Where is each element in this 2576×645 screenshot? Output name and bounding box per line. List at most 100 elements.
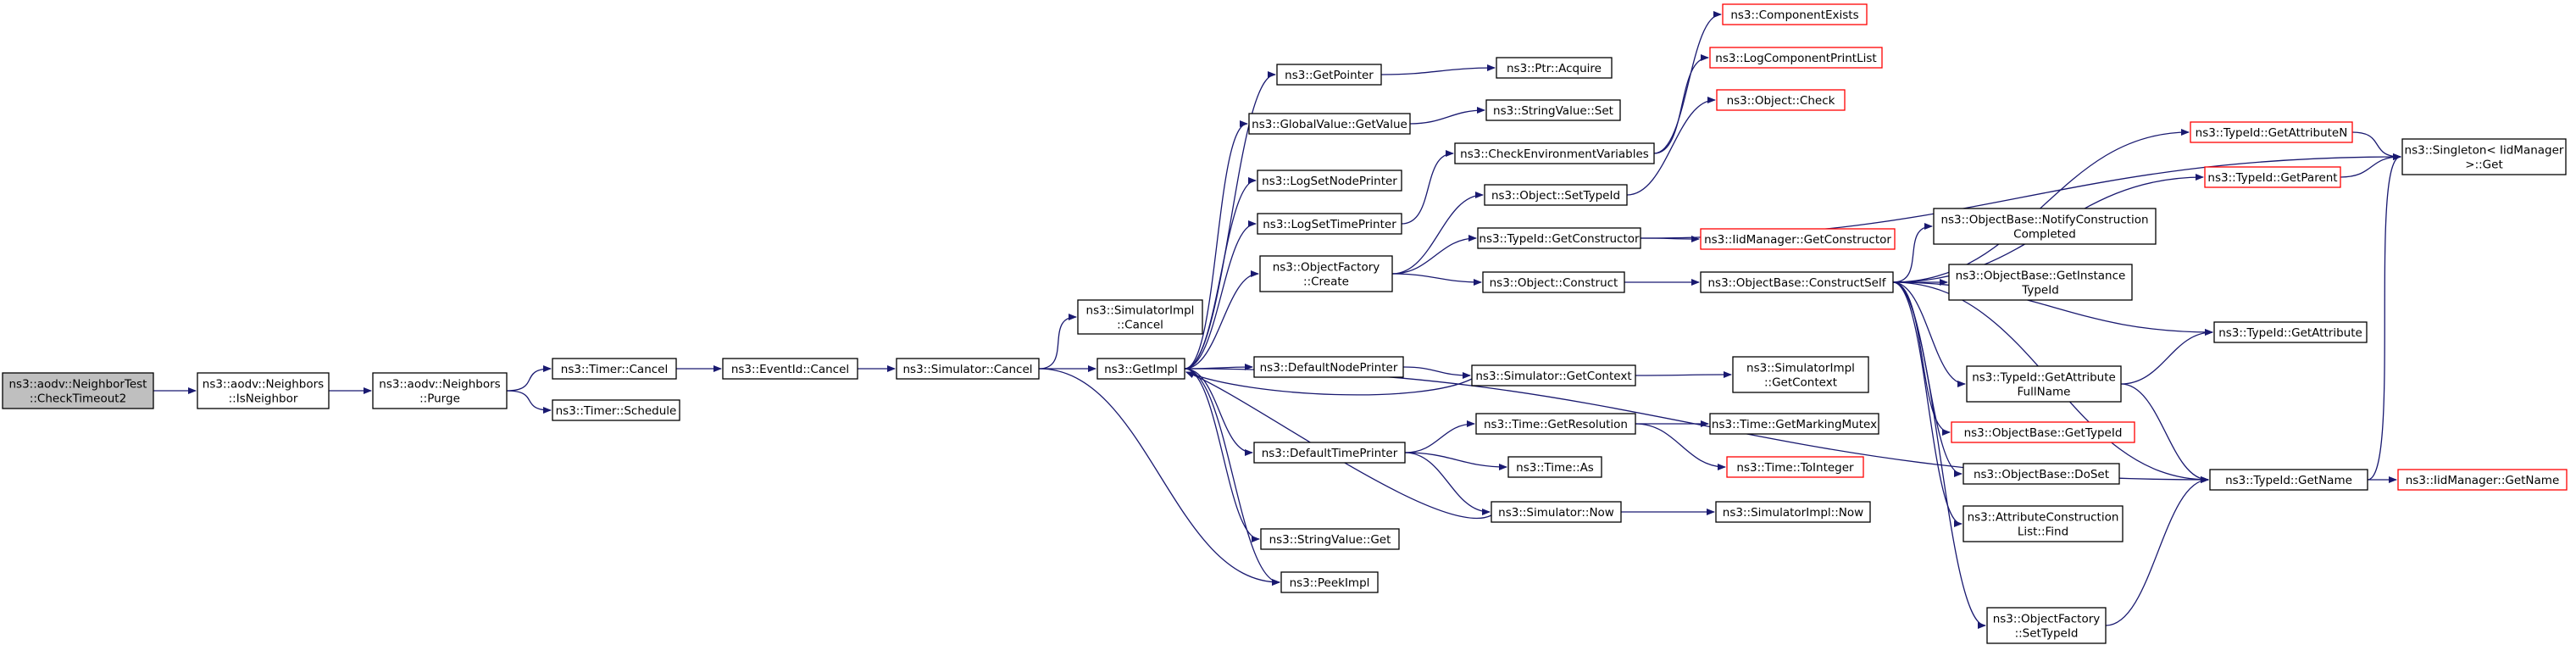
- node-label: ns3::PeekImpl: [1290, 576, 1370, 590]
- function-node-iidmanager-getconstructor[interactable]: ns3::IidManager::GetConstructor: [1700, 228, 1896, 250]
- node-label: ::IsNeighbor: [229, 392, 298, 406]
- call-edge-check-env-vars-to-log-component-print-list: [1653, 54, 1709, 154]
- function-node-ptr-acquire[interactable]: ns3::Ptr::Acquire: [1496, 57, 1613, 79]
- function-node-getimpl[interactable]: ns3::GetImpl: [1096, 358, 1185, 380]
- node-box: [1485, 99, 1621, 121]
- call-edge-defaulttimeprinter-to-simulator-now: [1404, 452, 1491, 515]
- function-node-objectbase-doset[interactable]: ns3::ObjectBase::DoSet: [1963, 463, 2120, 485]
- function-node-simulator-getcontext[interactable]: ns3::Simulator::GetContext: [1471, 364, 1636, 386]
- call-edge-objectbase-constructself-to-objectbase-notifyconstructioncompleted: [1892, 223, 1933, 283]
- function-node-iidmanager-getname[interactable]: ns3::IidManager::GetName: [2397, 469, 2568, 491]
- node-box: [1276, 64, 1382, 86]
- function-node-objectbase-constructself[interactable]: ns3::ObjectBase::ConstructSelf: [1700, 271, 1894, 293]
- node-label: ns3::aodv::NeighborTest: [9, 378, 147, 392]
- function-node-time-getresolution[interactable]: ns3::Time::GetResolution: [1475, 413, 1636, 435]
- node-label: ns3::TypeId::GetAttribute: [1972, 371, 2116, 385]
- node-label: ::Purge: [419, 392, 460, 406]
- node-label: ns3::ObjectBase::ConstructSelf: [1708, 276, 1887, 290]
- node-box: [2397, 469, 2568, 491]
- node-label: FullName: [2018, 386, 2071, 399]
- function-node-typeid-getconstructor[interactable]: ns3::TypeId::GetConstructor: [1477, 227, 1641, 249]
- function-node-check-env-vars[interactable]: ns3::CheckEnvironmentVariables: [1454, 142, 1655, 164]
- function-node-simimpl-getcontext[interactable]: ns3::SimulatorImpl::GetContext: [1732, 356, 1869, 393]
- call-edge-objectfactory-create-to-object-settypeid: [1391, 192, 1484, 275]
- function-node-simulator-now[interactable]: ns3::Simulator::Now: [1491, 501, 1622, 523]
- node-box: [1496, 57, 1613, 79]
- function-node-defaulttimeprinter[interactable]: ns3::DefaultTimePrinter: [1253, 442, 1406, 464]
- node-box: [1253, 442, 1406, 464]
- function-node-getpointer[interactable]: ns3::GetPointer: [1276, 64, 1382, 86]
- function-node-logsetnodeprinter[interactable]: ns3::LogSetNodePrinter: [1257, 170, 1402, 192]
- function-node-object-settypeid[interactable]: ns3::Object::SetTypeId: [1484, 184, 1628, 206]
- function-node-simulator-cancel[interactable]: ns3::Simulator::Cancel: [896, 358, 1040, 380]
- function-node-time-as[interactable]: ns3::Time::As: [1507, 456, 1602, 478]
- function-node-logsettimeprinter[interactable]: ns3::LogSetTimePrinter: [1257, 213, 1402, 235]
- function-node-typeid-getname[interactable]: ns3::TypeId::GetName: [2209, 469, 2368, 491]
- node-label: ::SetTypeId: [2015, 627, 2079, 641]
- function-node-is-neighbor[interactable]: ns3::aodv::Neighbors::IsNeighbor: [197, 372, 330, 409]
- function-node-globalvalue-getvalue[interactable]: ns3::GlobalValue::GetValue: [1248, 113, 1411, 135]
- function-node-purge[interactable]: ns3::aodv::Neighbors::Purge: [372, 372, 508, 409]
- function-node-eventid-cancel[interactable]: ns3::EventId::Cancel: [722, 358, 858, 380]
- call-edge-logsettimeprinter-to-check-env-vars: [1401, 150, 1454, 225]
- node-box: [1475, 413, 1636, 435]
- call-edge-typeid-getparent-to-singleton-get: [2340, 153, 2401, 178]
- node-label: ns3::SimulatorImpl: [1746, 362, 1855, 375]
- function-node-typeid-getattributen[interactable]: ns3::TypeId::GetAttributeN: [2190, 121, 2353, 143]
- function-node-time-tointeger[interactable]: ns3::Time::ToInteger: [1726, 456, 1864, 478]
- function-node-simimpl-now[interactable]: ns3::SimulatorImpl::Now: [1715, 501, 1871, 523]
- function-node-component-exists[interactable]: ns3::ComponentExists: [1722, 3, 1868, 25]
- node-label: ns3::TypeId::GetName: [2225, 474, 2352, 487]
- node-box: [1948, 264, 2133, 301]
- function-node-peekimpl[interactable]: ns3::PeekImpl: [1280, 571, 1379, 593]
- call-edge-objectbase-constructself-to-typeid-getattributefullname: [1892, 281, 1966, 387]
- node-box: [1253, 356, 1404, 378]
- function-node-objectfactory-create[interactable]: ns3::ObjectFactory::Create: [1259, 255, 1393, 292]
- function-node-object-construct[interactable]: ns3::Object::Construct: [1482, 271, 1625, 293]
- node-label: ns3::TypeId::GetAttributeN: [2196, 126, 2348, 140]
- function-node-timer-cancel[interactable]: ns3::Timer::Cancel: [552, 358, 677, 380]
- node-label: ns3::ObjectFactory: [1273, 261, 1380, 275]
- node-box: [1933, 208, 2157, 245]
- function-node-stringvalue-get[interactable]: ns3::StringValue::Get: [1260, 528, 1400, 550]
- call-edge-defaultnodeprinter-to-simulator-getcontext: [1402, 366, 1471, 379]
- node-box: [372, 372, 508, 409]
- function-node-objectfactory-settypeid[interactable]: ns3::ObjectFactory::SetTypeId: [1986, 607, 2107, 644]
- call-edge-defaulttimeprinter-to-time-as: [1404, 452, 1507, 470]
- call-edge-getimpl-to-globalvalue-getvalue: [1184, 120, 1248, 370]
- node-box: [1257, 170, 1402, 192]
- node-box: [2, 372, 154, 409]
- call-edge-typeid-getattributefullname-to-typeid-getname: [2120, 383, 2209, 483]
- node-label: ns3::LogSetTimePrinter: [1263, 218, 1396, 231]
- function-node-singleton-get[interactable]: ns3::Singleton< IidManager >::Get: [2401, 138, 2567, 175]
- node-box: [1700, 271, 1894, 293]
- call-edge-objectbase-constructself-to-typeid-getattributen: [1892, 129, 2190, 283]
- call-edge-object-settypeid-to-object-check: [1626, 97, 1716, 196]
- node-label: ns3::Ptr::Acquire: [1507, 62, 1602, 75]
- node-box: [1280, 571, 1379, 593]
- node-box: [1477, 227, 1641, 249]
- call-edge-getimpl-to-objectfactory-create: [1184, 270, 1259, 370]
- function-node-object-check[interactable]: ns3::Object::Check: [1716, 89, 1846, 111]
- function-node-typeid-getattribute[interactable]: ns3::TypeId::GetAttribute: [2213, 321, 2368, 343]
- function-node-timer-schedule[interactable]: ns3::Timer::Schedule: [552, 399, 680, 421]
- node-box: [197, 372, 330, 409]
- function-node-objectbase-gettypeid[interactable]: ns3::ObjectBase::GetTypeId: [1951, 421, 2135, 443]
- call-edge-getimpl-to-logsettimeprinter: [1184, 220, 1257, 370]
- function-node-defaultnodeprinter[interactable]: ns3::DefaultNodePrinter: [1253, 356, 1404, 378]
- function-node-stringvalue-set[interactable]: ns3::StringValue::Set: [1485, 99, 1621, 121]
- call-edge-objectbase-constructself-to-attrconstructionlist-find: [1892, 281, 1963, 527]
- node-box: [552, 399, 680, 421]
- function-node-typeid-getparent[interactable]: ns3::TypeId::GetParent: [2204, 166, 2341, 188]
- function-node-time-getmarkingmutex[interactable]: ns3::Time::GetMarkingMutex: [1709, 413, 1879, 435]
- function-node-objectbase-notifyconstructioncompleted[interactable]: ns3::ObjectBase::NotifyConstructionCompl…: [1933, 208, 2157, 245]
- function-node-log-component-print-list[interactable]: ns3::LogComponentPrintList: [1709, 47, 1883, 69]
- node-box: [1963, 463, 2120, 485]
- function-node-simimpl-cancel[interactable]: ns3::SimulatorImpl::Cancel: [1077, 299, 1203, 335]
- node-box: [1491, 501, 1622, 523]
- node-label: ns3::aodv::Neighbors: [379, 378, 500, 392]
- node-label: >::Get: [2465, 158, 2502, 172]
